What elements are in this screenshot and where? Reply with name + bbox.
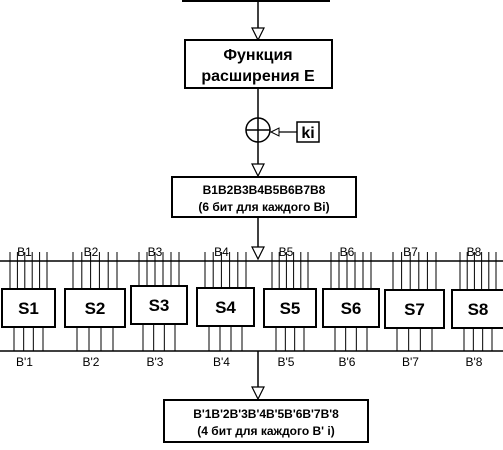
expansion-function-box: Функция расширения E bbox=[184, 39, 333, 89]
bprime-label: B'2 bbox=[83, 355, 100, 369]
key-arrow-head bbox=[269, 127, 280, 137]
expansion-function-line2: расширения E bbox=[201, 68, 315, 85]
sbox-group-2: S2 B2B'2 bbox=[64, 245, 126, 369]
bprime-label: B'1 bbox=[16, 355, 33, 369]
sbox-group-5: S5 B5B'5 bbox=[263, 245, 317, 369]
expansion-function-line1: Функция bbox=[223, 47, 292, 64]
sbox-label: S7 bbox=[404, 300, 425, 319]
sbox-box bbox=[196, 287, 255, 327]
b-block-line2: (6 бит для каждого Bi) bbox=[198, 200, 329, 214]
b-block-box: B1B2B3B4B5B6B7B8 (6 бит для каждого Bi) bbox=[171, 176, 357, 218]
b-to-bus-arrow bbox=[251, 217, 265, 261]
bprime-label: B'7 bbox=[402, 355, 419, 369]
output-block-box: B'1B'2B'3B'4B'5B'6B'7B'8 (4 бит для кажд… bbox=[163, 399, 369, 443]
b-label: B7 bbox=[403, 245, 418, 259]
sbox-label: S6 bbox=[341, 299, 362, 318]
b-label: B1 bbox=[17, 245, 32, 259]
sbox-group-4: S4 B4B'4 bbox=[196, 245, 255, 369]
output-block-line1: B'1B'2B'3B'4B'5B'6B'7B'8 bbox=[193, 407, 339, 421]
sbox-groups: S1B1B'1S2B2B'2S3B3B'3S4B4B'4S5B5B'5S6B6B… bbox=[1, 245, 503, 369]
sbox-box bbox=[1, 288, 56, 328]
xor-to-b-arrow bbox=[251, 142, 265, 178]
sbox-group-1: S1 B1B'1 bbox=[1, 245, 56, 369]
sbox-box bbox=[263, 288, 317, 328]
bus-to-output-arrow bbox=[251, 351, 265, 401]
sbox-group-7: S7 B7B'7 bbox=[384, 245, 445, 369]
sbox-box bbox=[322, 288, 380, 328]
sbox-box bbox=[384, 289, 445, 329]
sbox-label: S8 bbox=[468, 300, 489, 319]
round-key: ki bbox=[269, 121, 320, 143]
sbox-group-8: S8 B8B'8 bbox=[451, 245, 503, 369]
sbox-label: S4 bbox=[215, 298, 236, 317]
sbox-label: S1 bbox=[18, 299, 39, 318]
round-key-label: ki bbox=[301, 125, 314, 142]
b-label: B3 bbox=[148, 245, 163, 259]
b-label: B6 bbox=[340, 245, 355, 259]
bprime-label: B'4 bbox=[213, 355, 230, 369]
bprime-label: B'3 bbox=[147, 355, 164, 369]
input-arrow bbox=[182, 0, 330, 42]
sbox-box bbox=[451, 289, 503, 329]
b-label: B5 bbox=[279, 245, 294, 259]
xor-icon bbox=[245, 117, 271, 143]
bprime-label: B'5 bbox=[278, 355, 295, 369]
sbox-label: S3 bbox=[149, 296, 170, 315]
b-block-line1: B1B2B3B4B5B6B7B8 bbox=[203, 183, 326, 197]
bprime-label: B'6 bbox=[339, 355, 356, 369]
sbox-label: S5 bbox=[280, 299, 301, 318]
sbox-box bbox=[64, 288, 126, 328]
output-block-line2: (4 бит для каждого B' i) bbox=[197, 424, 334, 438]
sbox-box bbox=[130, 285, 188, 325]
b-label: B4 bbox=[214, 245, 229, 259]
sbox-label: S2 bbox=[85, 299, 106, 318]
b-label: B2 bbox=[84, 245, 99, 259]
sbox-group-3: S3 B3B'3 bbox=[130, 245, 188, 369]
b-label: B8 bbox=[467, 245, 482, 259]
bprime-label: B'8 bbox=[466, 355, 483, 369]
sbox-group-6: S6 B6B'6 bbox=[322, 245, 380, 369]
